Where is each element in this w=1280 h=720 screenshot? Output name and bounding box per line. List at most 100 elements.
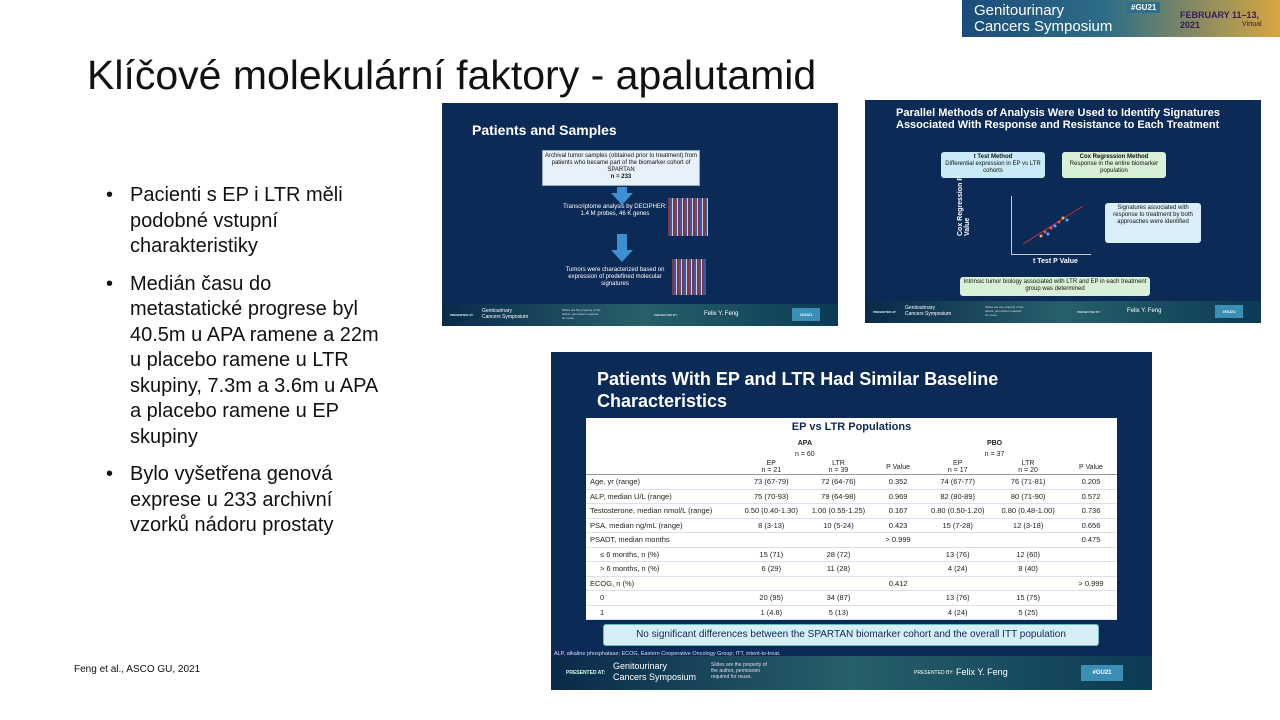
arrow-down-icon: [611, 193, 633, 205]
symposium-banner: Genitourinary Cancers Symposium #GU21 FE…: [962, 0, 1280, 37]
bullet-dot-icon: •: [106, 272, 114, 295]
table-cell: 0.475: [1064, 532, 1117, 548]
table-cell: 0.656: [1064, 518, 1117, 533]
slide-patients-samples: Patients and Samples Archival tumor samp…: [442, 103, 838, 326]
table-cell: [924, 532, 992, 548]
column-name: EP: [766, 460, 776, 467]
table-cell: [804, 532, 873, 548]
slide-parallel-methods: Parallel Methods of Analysis Were Used t…: [865, 100, 1261, 323]
table-cell: 20 (95): [737, 590, 805, 606]
table-row: Testosterone, median nmol/L (range)0.50 …: [586, 503, 1117, 519]
samples-box-text: Archival tumor samples (obtained prior t…: [544, 153, 698, 173]
abbreviations: ALP, alkaline phosphatase; ECOG, Eastern…: [554, 651, 781, 657]
footer-slides-note: Slides are the property of the author, p…: [985, 305, 1024, 317]
x-axis-label: t Test P Value: [1033, 258, 1078, 265]
bullet-dot-icon: •: [106, 184, 114, 206]
citation: Feng et al., ASCO GU, 2021: [74, 664, 201, 675]
footer-hashtag: #GU21: [792, 308, 820, 321]
footer-slides-note: Slides are the property of the author, p…: [562, 308, 601, 320]
column-n: n = 21: [761, 467, 782, 474]
table-cell: 13 (76): [924, 547, 992, 562]
ttest-title: t Test Method: [973, 154, 1013, 160]
cox-box: Cox Regression Method Response in the en…: [1062, 152, 1166, 178]
bullet-item: •Medián času do metastatické progrese by…: [104, 272, 379, 451]
presented-at-label: PRESENTED AT:: [566, 670, 606, 676]
group-spacer: [872, 449, 924, 460]
column-header: P Value: [872, 460, 924, 475]
table-corner: [586, 460, 738, 475]
table-row: Age, yr (range)73 (67-79)72 (64-76)0.352…: [586, 474, 1117, 490]
column-name: LTR: [832, 460, 845, 467]
table-cell: 0.80 (0.50-1.20): [924, 503, 992, 519]
group-n: n = 37: [984, 451, 1005, 458]
group-n: n = 60: [795, 451, 815, 458]
table-cell: 28 (72): [804, 547, 873, 562]
row-label: Age, yr (range): [586, 474, 738, 490]
table-cell: 4 (24): [924, 605, 992, 620]
banner-line2: Cancers Symposium: [974, 18, 1113, 35]
bullet-list: • Pacienti s EP i LTR měli podobné vstupn…: [104, 183, 379, 551]
cox-title: Cox Regression Method: [1079, 154, 1149, 160]
table-cell: 10 (5-24): [804, 518, 873, 533]
column-n: n = 17: [947, 467, 968, 474]
table-cell: [924, 576, 992, 591]
bullet-text: Pacienti s EP i LTR měli podobné vstupní…: [130, 184, 343, 257]
row-label: PSA, median ng/mL (range): [586, 518, 738, 533]
table-cell: 0.352: [872, 474, 925, 490]
table-cell: 74 (67-77): [924, 474, 992, 490]
column-header: P Value: [1065, 460, 1117, 475]
bullet-dot-icon: •: [106, 463, 114, 485]
arrow-shaft: [617, 234, 627, 250]
table-row: PSA, median ng/mL (range)8 (3-13)10 (5-2…: [586, 518, 1117, 533]
table-cell: 1.00 (0.55-1.25): [804, 503, 873, 519]
slide1-title: Patients and Samples: [472, 122, 617, 138]
table-cell: 15 (71): [737, 547, 805, 562]
table-cell: 8 (3-13): [737, 518, 805, 533]
table-cell: 0.80 (0.48-1.00): [991, 503, 1065, 519]
table-row: ECOG, n (%)0.412> 0.999: [586, 576, 1117, 591]
y-axis-label: Cox Regression P Value: [957, 176, 971, 236]
table-cell: 75 (70-93): [737, 489, 805, 504]
group-spacer: [872, 438, 924, 449]
banner-hashtag: #GU21: [1127, 2, 1161, 13]
table-cell: [1064, 547, 1117, 562]
row-label: ALP, median U/L (range): [586, 489, 738, 504]
presented-at-label: PRESENTED AT:: [450, 313, 474, 317]
footer-meeting-line2: Cancers Symposium: [482, 314, 529, 320]
table-cell: 0.969: [872, 489, 925, 504]
table-corner: [586, 438, 738, 449]
table-cell: 34 (87): [804, 590, 873, 606]
table-cell: [804, 576, 873, 591]
tumor-biology-box: Intrinsic tumor biology associated with …: [960, 277, 1150, 296]
plot-x-axis: [1011, 254, 1091, 255]
table-cell: 11 (28): [804, 561, 873, 577]
slide-baseline-characteristics: Patients With EP and LTR Had Similar Bas…: [551, 352, 1152, 690]
bullet-item: • Pacienti s EP i LTR měli podobné vstupn…: [104, 183, 379, 260]
footer-meeting-line2: Cancers Symposium: [613, 672, 697, 682]
table-cell: [872, 605, 925, 620]
slide-footer: PRESENTED AT: Genitourinary Cancers Symp…: [865, 301, 1261, 323]
table-row: ≤ 6 months, n (%)15 (71)28 (72)13 (76)12…: [586, 547, 1117, 562]
arrow-shaft: [617, 187, 627, 193]
footer-hashtag: #GU21: [1081, 665, 1123, 681]
table-cell: 4 (24): [924, 561, 992, 577]
table-cell: > 0.999: [872, 532, 925, 548]
banner-mode: Virtual: [1242, 21, 1262, 28]
table-cell: > 0.999: [1064, 576, 1117, 591]
signature-heatmap-image: [672, 259, 706, 295]
table-cell: [737, 532, 805, 548]
signature-box: Signatures associated with response to t…: [1105, 203, 1201, 243]
table-group-n: n = 60 n = 37: [586, 449, 1117, 460]
table-cell: 12 (60): [991, 547, 1065, 562]
table-cell: 0.412: [872, 576, 925, 591]
table-cell: [737, 576, 805, 591]
table-cell: 0.50 (0.40-1.30): [737, 503, 805, 519]
footer-presenter: Felix Y. Feng: [956, 667, 1008, 677]
table-cell: 72 (64-76): [804, 474, 873, 490]
group-spacer: [1065, 438, 1117, 449]
column-n: n = 39: [828, 467, 849, 474]
